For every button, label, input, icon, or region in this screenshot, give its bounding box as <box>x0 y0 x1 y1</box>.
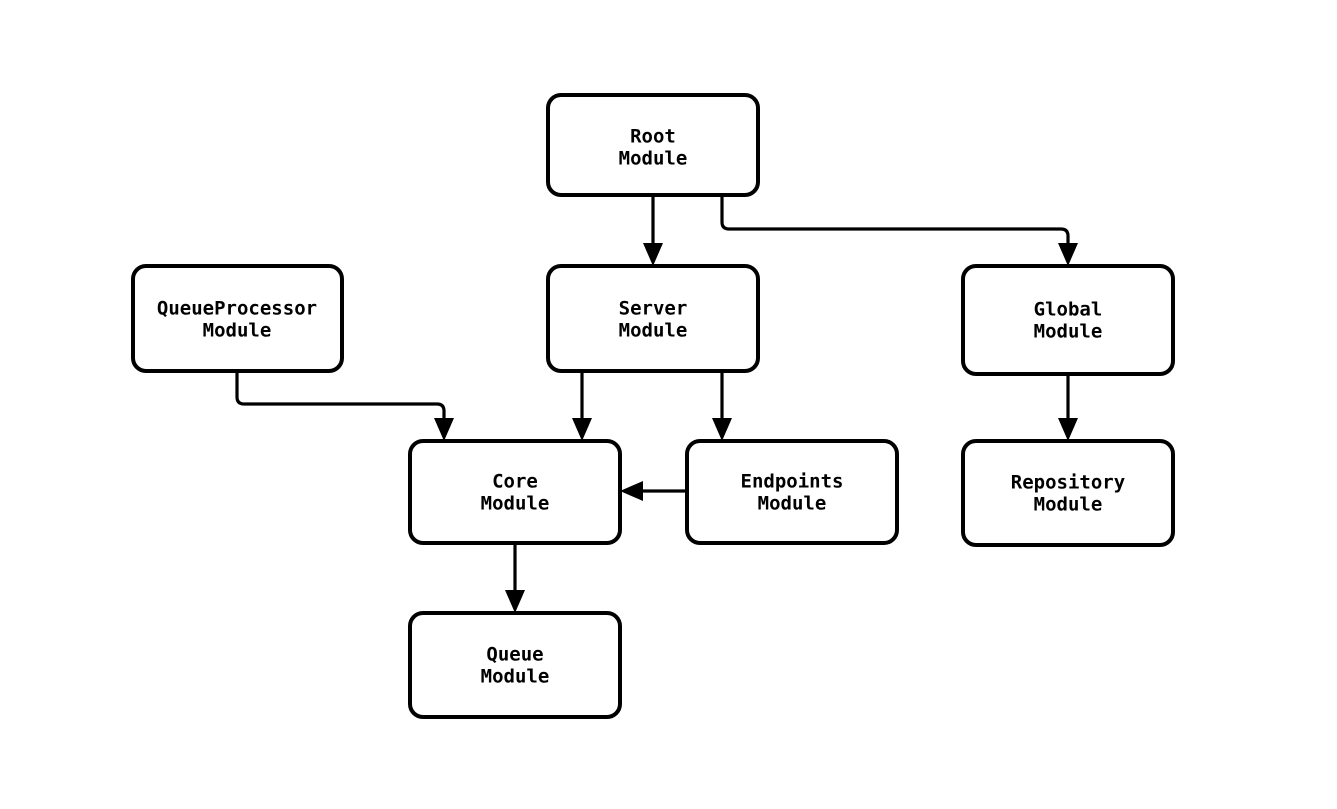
node-endpoints-label-line2: Module <box>758 493 827 515</box>
node-repository-box[interactable] <box>961 439 1175 547</box>
node-server-box[interactable] <box>546 264 760 373</box>
node-core-label-line2: Module <box>481 493 550 515</box>
edge-root-to-server <box>643 195 663 266</box>
node-root-label-line2: Module <box>619 148 688 170</box>
node-global-label-line2: Module <box>1034 321 1103 343</box>
node-queue-box[interactable] <box>408 611 622 719</box>
node-layer: Root Module QueueProcessor Module Server… <box>131 93 1175 719</box>
node-endpoints-label-line1: Endpoints <box>741 471 844 493</box>
node-queueprocessor[interactable]: QueueProcessor Module <box>131 264 344 373</box>
edge-server-to-core <box>572 371 592 441</box>
edge-queueprocessor-to-core <box>235 371 454 441</box>
edge-layer <box>235 195 1078 613</box>
edge-root-to-global <box>720 195 1078 266</box>
node-queue-label-line1: Queue <box>486 644 543 666</box>
edge-endpoints-to-core <box>620 481 687 501</box>
node-queueprocessor-label-line2: Module <box>203 320 272 342</box>
node-server-label-line2: Module <box>619 320 688 342</box>
node-endpoints[interactable]: Endpoints Module <box>685 439 899 545</box>
node-core-box[interactable] <box>408 439 622 545</box>
node-endpoints-box[interactable] <box>685 439 899 545</box>
node-global-box[interactable] <box>961 264 1175 376</box>
node-global[interactable]: Global Module <box>961 264 1175 376</box>
node-queueprocessor-label-line1: QueueProcessor <box>157 298 317 320</box>
node-root-label-line1: Root <box>630 126 676 148</box>
node-queue-label-line2: Module <box>481 666 550 688</box>
edge-global-to-repository <box>1058 374 1078 441</box>
node-server[interactable]: Server Module <box>546 264 760 373</box>
node-core[interactable]: Core Module <box>408 439 622 545</box>
node-global-label-line1: Global <box>1034 299 1103 321</box>
node-core-label-line1: Core <box>492 471 538 493</box>
node-repository-label-line1: Repository <box>1011 472 1125 494</box>
node-root[interactable]: Root Module <box>546 93 760 197</box>
node-queue[interactable]: Queue Module <box>408 611 622 719</box>
edge-core-to-queue <box>505 543 525 613</box>
edge-server-to-endpoints <box>712 371 732 441</box>
node-repository[interactable]: Repository Module <box>961 439 1175 547</box>
node-server-label-line1: Server <box>619 298 688 320</box>
node-queueprocessor-box[interactable] <box>131 264 344 373</box>
node-repository-label-line2: Module <box>1034 494 1103 516</box>
node-root-box[interactable] <box>546 93 760 197</box>
